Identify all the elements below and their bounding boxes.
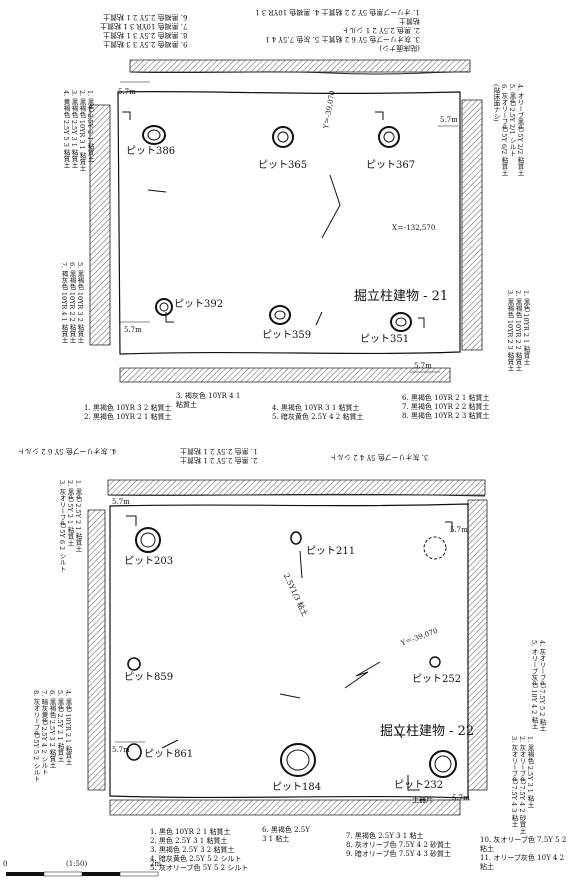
b22-sherd-label: 土器片	[412, 796, 433, 804]
b22-pit-232	[429, 750, 457, 778]
b22-pit-dashed	[423, 536, 447, 560]
b22-left-section	[87, 509, 106, 791]
b21-pit-365	[272, 126, 294, 148]
b22-pit-203	[135, 527, 161, 553]
scale-end-label: 2m	[150, 860, 162, 868]
b21-dim-top: 5.7m	[118, 88, 136, 96]
pit-859-label: ピット859	[124, 672, 174, 683]
building-21-title: 掘立柱建物 - 21	[354, 289, 449, 304]
b21-dim-left: 5.7m	[124, 326, 142, 334]
b22-pit-184	[280, 743, 316, 777]
b22-outline	[109, 503, 469, 799]
b22-dim-left: 5.7m	[112, 746, 130, 754]
building-21-plan	[89, 59, 483, 383]
b22-right-section	[467, 499, 488, 791]
b22-dim-right: 5.7m	[450, 526, 468, 534]
pit-232-label: ピット232	[394, 780, 444, 791]
b21-dim-right: 5.7m	[440, 116, 458, 124]
b22-bottom-section	[109, 799, 461, 816]
scale-ratio-label: (1:50)	[66, 860, 88, 868]
b21-pit-367	[378, 126, 400, 148]
pit-367-label: ピット367	[366, 160, 416, 171]
scale-bar	[6, 871, 159, 877]
pit-184-label: ピット184	[272, 782, 322, 793]
b21-right-section	[461, 99, 483, 351]
b22-top-section	[107, 479, 486, 496]
b21-pit-392	[155, 298, 173, 316]
b21-left-section	[89, 104, 111, 346]
pit-211-label: ピット211	[306, 546, 356, 557]
b21-dim-bottom: 5.7m	[414, 362, 432, 370]
b21-pit-351	[390, 312, 412, 332]
pit-365-label: ピット365	[258, 160, 308, 171]
b22-pit-859	[127, 657, 141, 671]
b21-coord-x: X＝-132,570	[392, 224, 436, 232]
pit-351-label: ピット351	[360, 334, 410, 345]
b21-top-right-notes: (貼床面ナシ)3. 灰オリーブ色 5Y 6 2 粘質土 5. 灰色 7.5Y 4…	[255, 8, 420, 52]
b22-top-notes-right: 3. 灰オリーブ色 5Y 4 2 シルト	[330, 453, 429, 461]
scale-zero-label: 0	[3, 860, 8, 868]
pit-203-label: ピット203	[124, 556, 174, 567]
b22-dim-top: 5.7m	[112, 498, 130, 506]
b22-pit-211	[290, 531, 302, 545]
building-22-title: 掘立柱建物 - 22	[380, 724, 475, 739]
pit-359-label: ピット359	[262, 330, 312, 341]
pit-386-label: ピット386	[126, 146, 176, 157]
pit-252-label: ピット252	[412, 674, 462, 685]
b21-pit-386	[142, 125, 166, 145]
b22-pit-252	[429, 656, 441, 668]
b22-top-notes-left: 4. 灰オリーブ色 5Y 6 2 シルト	[18, 447, 117, 455]
b21-outline	[117, 90, 461, 355]
pit-392-label: ピット392	[174, 299, 224, 310]
b21-top-section	[129, 59, 471, 73]
building-22-plan	[87, 479, 488, 816]
b22-dim-bottom: 5.7m	[452, 794, 470, 802]
b22-pit-861	[126, 743, 142, 761]
pit-861-label: ピット861	[144, 749, 194, 760]
b21-bottom-section	[119, 367, 451, 383]
b21-pit-359	[269, 305, 291, 325]
